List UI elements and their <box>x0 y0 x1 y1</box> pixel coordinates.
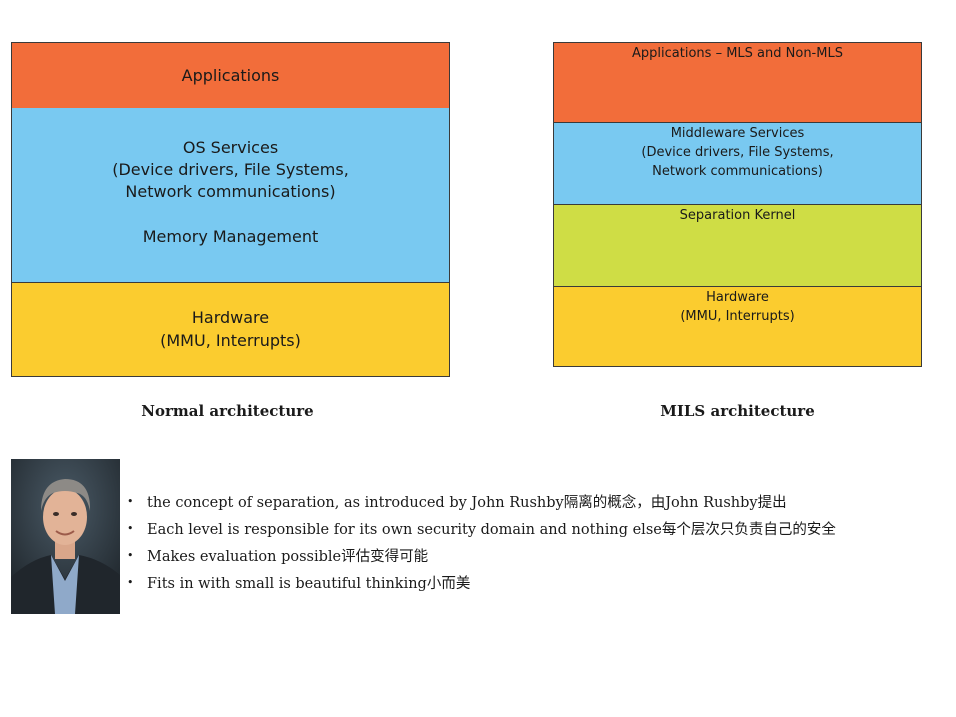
bullet-text: Each level is responsible for its own se… <box>147 522 836 538</box>
mils-hardware-layer: Hardware (MMU, Interrupts) <box>553 286 922 367</box>
mils-middleware-detail-2: Network communications) <box>652 164 823 179</box>
normal-applications-layer: Applications <box>11 42 450 109</box>
bullet-marker: • <box>127 576 134 589</box>
mils-separation-kernel-label: Separation Kernel <box>679 208 796 223</box>
normal-os-services-detail-2: Network communications) <box>125 182 336 201</box>
bullet-text: Fits in with small is beautiful thinking… <box>147 576 471 592</box>
bullet-item: • Each level is responsible for its own … <box>127 515 836 542</box>
bullet-text: Makes evaluation possible评估变得可能 <box>147 549 429 565</box>
mils-applications-layer: Applications – MLS and Non-MLS <box>553 42 922 123</box>
mils-middleware-title: Middleware Services <box>670 126 805 141</box>
bullet-item: • Fits in with small is beautiful thinki… <box>127 569 836 596</box>
bullet-text: the concept of separation, as introduced… <box>147 495 787 511</box>
portrait-illustration <box>11 459 120 614</box>
mils-middleware-detail-1: (Device drivers, File Systems, <box>641 145 834 160</box>
normal-memory-management-label: Memory Management <box>142 227 319 246</box>
mils-middleware-layer: Middleware Services (Device drivers, Fil… <box>553 122 922 205</box>
normal-os-services-detail-1: (Device drivers, File Systems, <box>112 160 349 179</box>
normal-applications-label: Applications <box>181 65 280 85</box>
normal-os-services-title: OS Services <box>182 138 279 157</box>
mils-architecture-caption: MILS architecture <box>660 402 815 420</box>
portrait-photo <box>11 459 120 614</box>
mils-hardware-title: Hardware <box>706 290 769 305</box>
mils-separation-kernel-layer: Separation Kernel <box>553 204 922 287</box>
bullet-marker: • <box>127 522 134 535</box>
bullet-item: • the concept of separation, as introduc… <box>127 488 836 515</box>
bullet-marker: • <box>127 495 134 508</box>
normal-os-services-layer: OS Services (Device drivers, File System… <box>11 108 450 283</box>
bullet-marker: • <box>127 549 134 562</box>
mils-hardware-detail: (MMU, Interrupts) <box>680 309 795 324</box>
bullet-item: • Makes evaluation possible评估变得可能 <box>127 542 836 569</box>
mils-applications-label: Applications – MLS and Non-MLS <box>632 46 843 61</box>
normal-hardware-detail: (MMU, Interrupts) <box>160 331 301 350</box>
normal-hardware-layer: Hardware (MMU, Interrupts) <box>11 282 450 377</box>
bullet-list: • the concept of separation, as introduc… <box>127 488 836 596</box>
normal-architecture-caption: Normal architecture <box>141 402 314 420</box>
normal-hardware-title: Hardware <box>191 308 270 327</box>
